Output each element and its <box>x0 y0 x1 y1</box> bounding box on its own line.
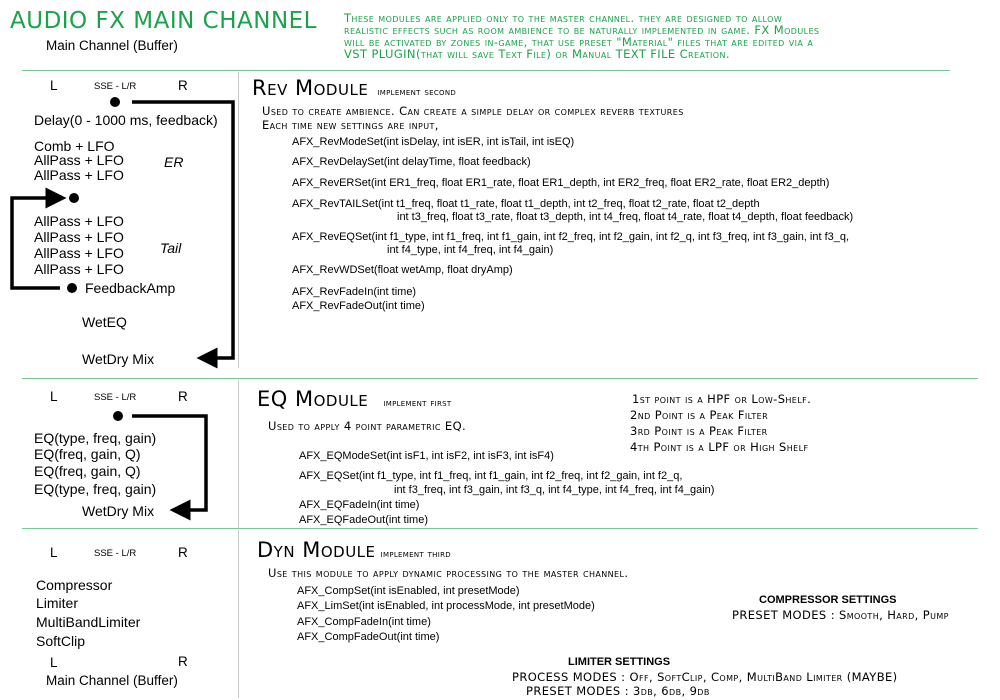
eq-func: AFX_EQSet(int f1_type, int f1_freq, int … <box>299 470 683 482</box>
divider-eq <box>22 378 978 379</box>
rev-heading: Rev Module implement second <box>252 76 456 100</box>
rev-er-allpass: AllPass + LFO <box>34 152 124 168</box>
rev-tail-allpass: AllPass + LFO <box>34 213 124 229</box>
rev-tail-label: Tail <box>160 240 182 256</box>
rev-func: AFX_RevTAILSet(int t1_freq, float t1_rat… <box>292 198 760 210</box>
rev-func-cont: int t3_freq, float t3_rate, float t3_dep… <box>397 211 854 223</box>
rev-comb: Comb + LFO <box>34 138 115 154</box>
page-title: AUDIO FX MAIN CHANNEL <box>10 8 317 34</box>
feedback-loop-arrow <box>10 187 67 290</box>
eq-wetdry: WetDry Mix <box>82 503 155 519</box>
eq-point: 3rd Point is a Peak Filter <box>630 424 768 438</box>
comp-preset-modes: PRESET MODES : Smooth, Hard, Pump <box>732 608 949 622</box>
eq-func: AFX_EQModeSet(int isF1, int isF2, int is… <box>299 450 554 462</box>
rev-er-allpass: AllPass + LFO <box>34 167 124 183</box>
dyn-func: AFX_LimSet(int isEnabled, int processMod… <box>297 600 595 612</box>
vertical-divider-dyn <box>238 530 239 698</box>
header-note: These modules are applied only to the ma… <box>344 12 819 60</box>
limiter-settings-title: LIMITER SETTINGS <box>568 656 671 668</box>
rev-sse-label: SSE - L/R <box>94 81 137 92</box>
eq-description: Used to apply 4 point parametric EQ. <box>268 419 467 433</box>
rev-func: AFX_RevModeSet(int isDelay, int isER, in… <box>292 136 575 148</box>
note-line: realistic effects such as room ambience … <box>344 23 820 37</box>
eq-func: AFX_EQFadeIn(int time) <box>299 499 420 511</box>
dyn-multiband: MultiBandLimiter <box>36 614 141 630</box>
eq-right-channel: R <box>178 389 188 404</box>
limiter-process-modes: PROCESS MODES : Off, SoftClip, Comp, Mul… <box>512 670 898 684</box>
rev-tail-allpass: AllPass + LFO <box>34 261 124 277</box>
vertical-divider-rev <box>238 72 239 368</box>
rev-func: AFX_RevWDSet(float wetAmp, float dryAmp) <box>292 264 513 276</box>
eq-left-channel: L <box>50 389 58 404</box>
rev-input-node <box>110 97 120 107</box>
comp-settings-title: COMPRESSOR SETTINGS <box>759 594 897 606</box>
rev-feedbackamp-node <box>67 283 77 293</box>
rev-right-channel: R <box>178 78 188 93</box>
dyn-description: Use this module to apply dynamic process… <box>268 566 629 580</box>
eq-point: 2nd Point is a Peak Filter <box>630 408 769 422</box>
dyn-heading: Dyn Module implement third <box>257 538 451 562</box>
rev-func: AFX_RevFadeOut(int time) <box>292 300 425 312</box>
rev-func: AFX_RevERSet(int ER1_freq, float ER1_rat… <box>292 177 830 189</box>
rev-feedback-node <box>69 193 79 203</box>
note-line: will be activated by zones in-game, that… <box>344 35 814 49</box>
rev-func-cont: int f4_type, int f4_freq, int f4_gain) <box>387 244 554 256</box>
note-line: VST PLUGIN(that will save Text File) or … <box>344 47 730 61</box>
vertical-divider-eq <box>238 380 239 528</box>
rev-tail-allpass: AllPass + LFO <box>34 245 124 261</box>
rev-wetdry: WetDry Mix <box>82 351 155 367</box>
dyn-compressor: Compressor <box>36 577 113 593</box>
limiter-preset-modes: PRESET MODES : 3db, 6db, 9db <box>526 684 710 698</box>
eq-flow-arrow <box>132 414 208 521</box>
eq-point: 4th Point is a LPF or High Shelf <box>630 440 809 454</box>
eq-band: EQ(freq, gain, Q) <box>34 463 141 479</box>
rev-tail-allpass: AllPass + LFO <box>34 229 124 245</box>
eq-func: AFX_EQFadeOut(int time) <box>299 514 428 526</box>
dyn-implement-order: implement third <box>380 548 451 560</box>
dyn-right-channel: R <box>178 545 188 560</box>
eq-band: EQ(type, freq, gain) <box>34 430 157 446</box>
dyn-sse-label: SSE - L/R <box>94 548 137 559</box>
eq-module-title: EQ Module <box>257 387 369 411</box>
rev-flow-arrow <box>132 100 235 369</box>
rev-delay: Delay(0 - 1000 ms, feedback) <box>34 112 218 128</box>
rev-func: AFX_RevDelaySet(int delayTime, float fee… <box>292 156 531 168</box>
rev-description: Used to create ambience. Can create a si… <box>262 104 684 118</box>
dyn-left-channel: L <box>50 545 58 560</box>
dyn-main-channel: Main Channel (Buffer) <box>46 673 178 688</box>
eq-band: EQ(freq, gain, Q) <box>34 446 141 462</box>
dyn-func: AFX_CompSet(int isEnabled, int presetMod… <box>297 585 520 597</box>
rev-func: AFX_RevFadeIn(int time) <box>292 286 417 298</box>
dyn-out-right: R <box>178 654 188 669</box>
divider-rev <box>22 70 950 71</box>
rev-func: AFX_RevEQSet(int f1_type, int f1_freq, i… <box>292 231 850 243</box>
eq-sse-label: SSE - L/R <box>94 392 137 403</box>
eq-band: EQ(type, freq, gain) <box>34 481 157 497</box>
eq-input-node <box>113 411 123 421</box>
dyn-out-left: L <box>50 655 58 670</box>
rev-implement-order: implement second <box>377 86 457 98</box>
eq-func-cont: int f3_freq, int f3_gain, int f3_q, int … <box>394 484 715 496</box>
rev-module-title: Rev Module <box>252 76 369 100</box>
note-line: These modules are applied only to the ma… <box>344 11 783 25</box>
rev-weteq: WetEQ <box>82 314 127 330</box>
rev-er-label: ER <box>164 154 184 170</box>
eq-implement-order: implement first <box>383 397 452 409</box>
rev-description-2: Each time new settings are input, <box>262 118 439 132</box>
dyn-softclip: SoftClip <box>36 633 86 649</box>
rev-left-channel: L <box>50 78 58 93</box>
dyn-limiter: Limiter <box>36 595 79 611</box>
eq-point: 1st point is a HPF or Low-Shelf. <box>632 392 812 406</box>
dyn-func: AFX_CompFadeOut(int time) <box>297 631 440 643</box>
dyn-func: AFX_CompFadeIn(int time) <box>297 616 431 628</box>
rev-feedbackamp: FeedbackAmp <box>85 280 176 296</box>
eq-heading: EQ Module implement first <box>257 387 452 411</box>
dyn-module-title: Dyn Module <box>257 538 376 562</box>
main-channel-label: Main Channel (Buffer) <box>46 38 178 53</box>
divider-dyn <box>22 528 978 529</box>
